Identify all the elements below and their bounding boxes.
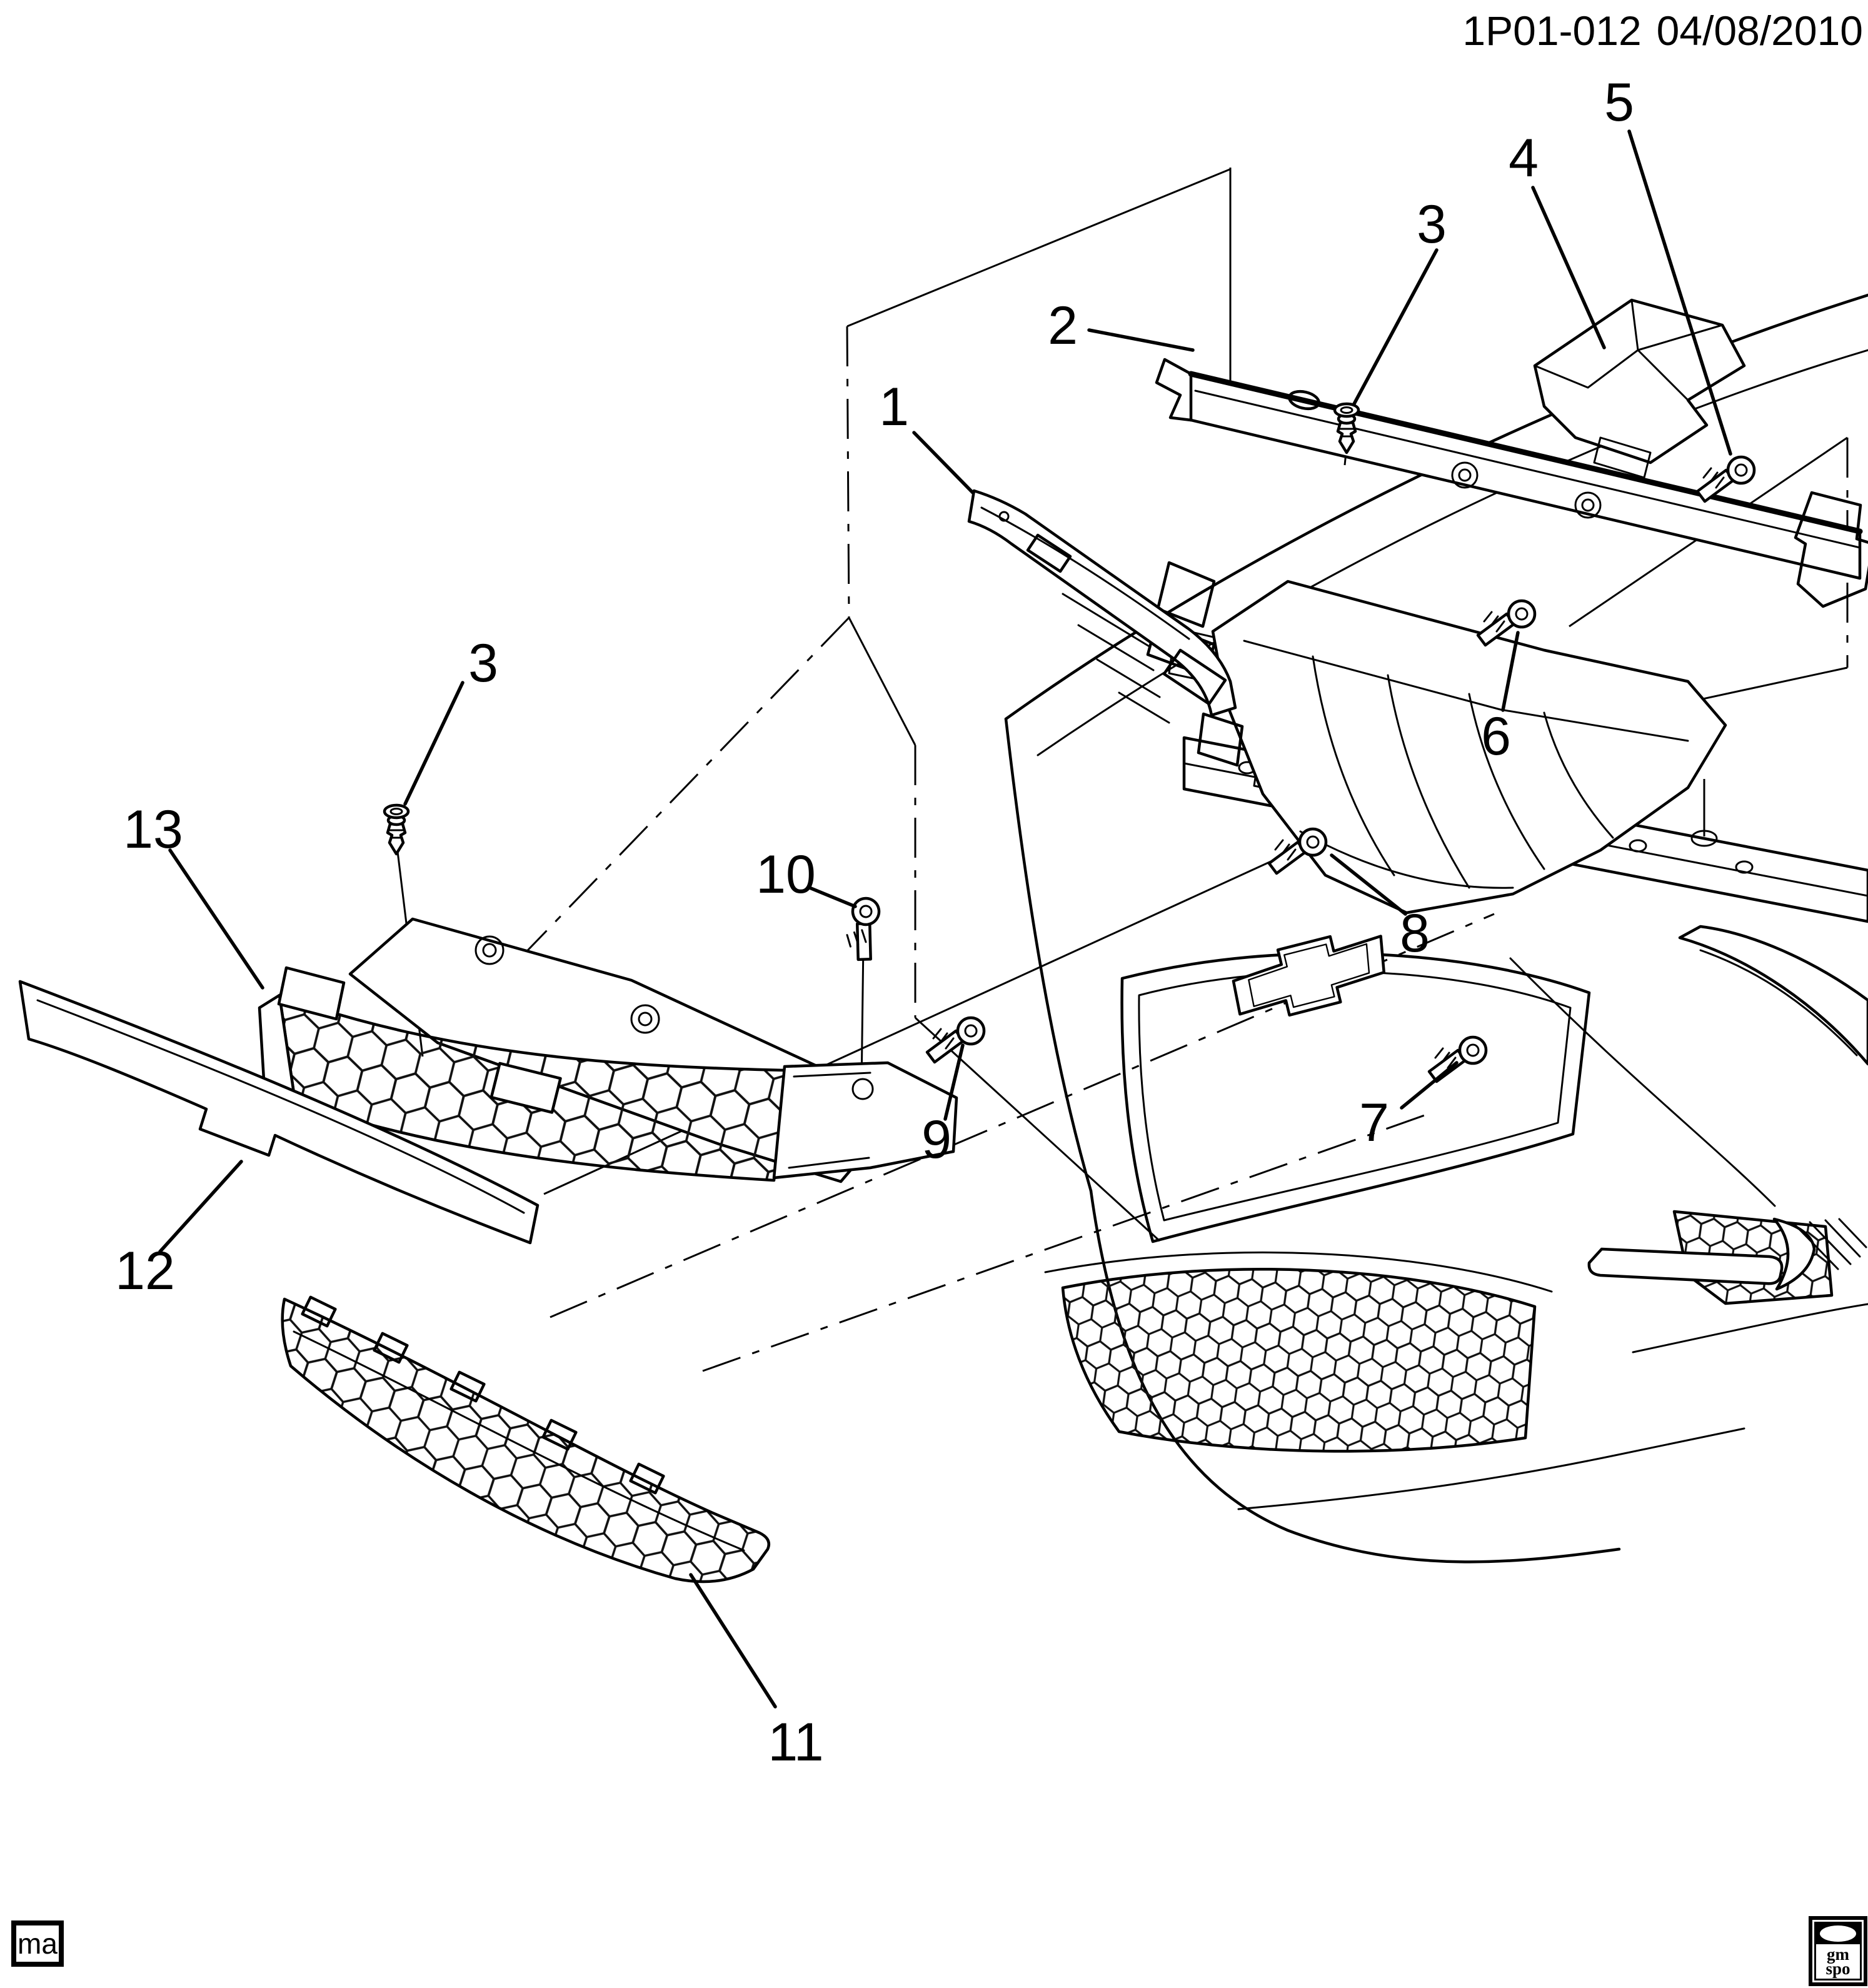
leader-2 [1087, 328, 1195, 352]
lower-grille-tabs [301, 1295, 665, 1495]
shield-left-tabs [1155, 358, 1193, 422]
bumper-lip-line [1632, 1303, 1868, 1353]
leader-4 [1531, 186, 1606, 349]
car-front-fascia [1004, 293, 1868, 1564]
grille-right-bracket [772, 1061, 958, 1180]
part-11-lower-grille [281, 1295, 771, 1584]
part-2-sight-shield [1146, 358, 1868, 915]
deflector-hole [998, 511, 1010, 522]
callout-9: 9 [921, 1110, 952, 1170]
emblem-mount-notch [490, 1062, 562, 1114]
leader-13 [168, 848, 264, 990]
shield-top-edge [1188, 371, 1863, 535]
leader-9 [943, 1043, 965, 1121]
shield-lower-pan [1146, 561, 1727, 915]
bumper-lip-line [1237, 1427, 1745, 1510]
plate-clip-hole [475, 935, 505, 965]
alignment-line [702, 1112, 1432, 1372]
gm-logo-oval [1820, 1925, 1856, 1942]
callout-2: 2 [1048, 296, 1078, 356]
part-5-screw [1697, 457, 1754, 501]
hood-edge-line [1004, 293, 1868, 721]
part-6-screw [1478, 601, 1535, 645]
callout-6: 6 [1481, 706, 1511, 766]
callout-12: 12 [115, 1241, 175, 1301]
part-13-upper-grille [258, 917, 958, 1183]
fascia-crease-line [1509, 957, 1776, 1207]
leader-10 [808, 886, 857, 908]
leader-7 [1400, 1061, 1459, 1110]
part-12-grille-molding [18, 980, 540, 1245]
leader-1 [912, 431, 975, 494]
callout-5: 5 [1604, 73, 1634, 133]
doc-date: 04/08/2010 [1657, 8, 1863, 54]
part-1-air-deflector [967, 489, 1244, 767]
callout-4: 4 [1509, 128, 1539, 188]
lower-grille-mesh [1061, 1268, 1537, 1453]
gm-spo-logo-text: gm spo [1816, 1944, 1860, 1979]
callout-13: 13 [123, 800, 183, 860]
footer-marker-box: ma [11, 1920, 64, 1967]
callout-1: 1 [879, 377, 909, 437]
part-7-screw [1429, 1037, 1486, 1082]
phantom-line [846, 326, 850, 618]
gm-spo-logo-panel: gm spo [1814, 1922, 1862, 1980]
callout-7: 7 [1359, 1093, 1389, 1153]
headlight [1678, 925, 1868, 1066]
callout-11: 11 [768, 1712, 823, 1772]
bowtie-emblem [1232, 935, 1385, 1017]
leader-5 [1627, 129, 1732, 456]
callout-10: 10 [756, 845, 816, 905]
document-header: 1P01-012 04/08/2010 [1462, 8, 1863, 54]
shield-bar-line [1194, 389, 1861, 549]
leader-3-left [403, 681, 464, 806]
phantom-line [846, 168, 1230, 328]
leader-3-top [1352, 248, 1439, 406]
phantom-line [914, 1017, 1161, 1242]
leader-8 [1330, 853, 1407, 916]
grille-screw-hole [851, 1078, 874, 1100]
part-10-screw [830, 893, 899, 965]
fog-lamp-trim-bar [1587, 1247, 1784, 1285]
logo-line-spo: spo [1825, 1959, 1850, 1978]
footer-marker-label: ma [18, 1927, 58, 1960]
fender-edge-line [1004, 717, 1093, 1193]
shield-top-bar [1189, 372, 1862, 580]
fog-lamp-lens-hatch [1793, 1218, 1867, 1270]
grille-left-tab [277, 966, 346, 1021]
callout-3-top: 3 [1417, 194, 1447, 254]
leader-11 [689, 1573, 777, 1709]
shield-oval-hole [1288, 389, 1320, 411]
part-4-bracket [1533, 298, 1746, 479]
lower-opening-edge [1044, 1251, 1553, 1293]
shield-clip-hole [1574, 491, 1602, 519]
hood-inner-line [1037, 349, 1868, 756]
fog-lamp-housing-curve [1772, 1217, 1816, 1291]
logo-line-gm: gm [1827, 1945, 1849, 1964]
shield-right-bracket [1794, 491, 1868, 608]
callout-8: 8 [1400, 903, 1430, 963]
part-3-clip-left [384, 805, 408, 854]
plate-clip-hole [630, 1004, 660, 1034]
deflector-tab [1026, 533, 1072, 573]
deflector-foot [1197, 712, 1244, 767]
shield-clip-hole [1451, 461, 1479, 489]
callout-labels: 1 2 3 4 5 6 7 8 9 10 3 13 12 11 [115, 73, 1634, 1772]
leader-12 [158, 1160, 243, 1253]
doc-code: 1P01-012 [1462, 8, 1641, 54]
callout-3-left: 3 [468, 633, 498, 693]
deflector-bracket [1162, 648, 1227, 706]
gm-spo-logo: gm spo [1809, 1916, 1867, 1986]
leader-6 [1501, 631, 1520, 712]
phantom-line [848, 617, 916, 746]
callout-leader-lines [158, 129, 1732, 1709]
